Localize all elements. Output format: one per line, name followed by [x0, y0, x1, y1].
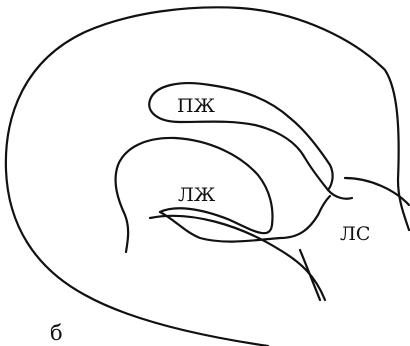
label-pulmonary-trunk: ЛС: [340, 223, 370, 245]
lower-wall-line: [150, 216, 325, 300]
label-left-ventricle: ЛЖ: [178, 184, 216, 206]
outer-heart-contour: [6, 7, 409, 346]
outflow-tract-upper: [328, 190, 352, 199]
outflow-tract-lower: [300, 250, 320, 300]
label-right-ventricle: ПЖ: [177, 95, 216, 117]
panel-letter: б: [50, 321, 63, 345]
